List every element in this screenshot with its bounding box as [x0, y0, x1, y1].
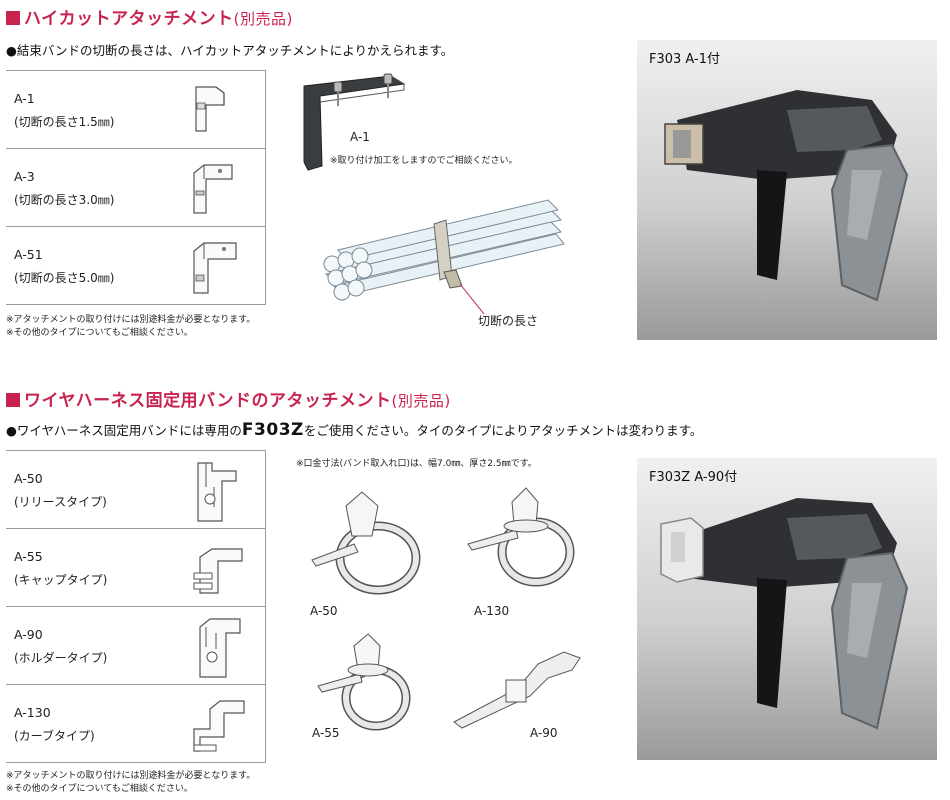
a1-illustration-label: A-1	[350, 130, 370, 144]
attachment-desc: (リリースタイプ)	[14, 495, 107, 509]
f303-product-photo: F303 A-1付	[637, 40, 937, 340]
attachment-a3-icon	[193, 164, 233, 214]
photo-caption: F303 A-1付	[649, 52, 720, 67]
attachment-desc: (切断の長さ1.5㎜)	[14, 115, 115, 129]
section1-intro: ●結束バンドの切断の長さは、ハイカットアタッチメントによりかえられます。	[6, 43, 454, 58]
attachment-a1-icon	[195, 86, 225, 132]
f303z-product-photo: F303Z A-90付	[637, 458, 937, 760]
title-square-icon	[6, 11, 20, 25]
attachment-code: A-90	[14, 627, 43, 642]
attachment-code: A-3	[14, 169, 35, 184]
attachment-code: A-51	[14, 247, 43, 262]
attachment-code: A-50	[14, 471, 43, 486]
band-label: A-130	[474, 604, 510, 618]
attachment-desc: (キャップタイプ)	[14, 573, 108, 587]
band-label: A-50	[310, 604, 338, 618]
attachment-desc: (ホルダータイプ)	[14, 651, 108, 665]
attachment-desc: (切断の長さ5.0㎜)	[14, 271, 115, 285]
band-a90-illustration	[453, 651, 581, 729]
section1-table: A-1 (切断の長さ1.5㎜) A-3 (切断の長さ3.0㎜) A-51 (切断…	[6, 70, 266, 305]
attachment-desc: (切断の長さ3.0㎜)	[14, 193, 115, 207]
table-row: A-3 (切断の長さ3.0㎜)	[6, 149, 266, 227]
table-row: A-50 (リリースタイプ)	[6, 451, 266, 529]
table-row: A-51 (切断の長さ5.0㎜)	[6, 227, 266, 305]
section2-notes: ※アタッチメントの取り付けには別途料金が必要となります。 ※その他のタイプについ…	[6, 771, 256, 794]
attachment-desc: (カーブタイプ)	[14, 729, 95, 743]
section1-title: ハイカットアタッチメント(別売品)	[6, 4, 293, 29]
bundled-cables-illustration	[323, 199, 565, 315]
band-a55-illustration	[317, 633, 411, 731]
attachment-a90-icon	[199, 618, 241, 678]
photo-caption: F303Z A-90付	[649, 470, 738, 485]
attachment-a51-icon	[193, 242, 237, 294]
section2-table: A-50 (リリースタイプ) A-55 (キャップタイプ) A-90 (ホルダー…	[6, 450, 266, 763]
attachment-a50-icon	[197, 462, 237, 522]
attachment-code: A-130	[14, 705, 51, 720]
table-row: A-90 (ホルダータイプ)	[6, 607, 266, 685]
band-label: A-90	[530, 726, 558, 740]
section2-intro: ●ワイヤハーネス固定用バンドには専用のF303Zをご使用ください。タイのタイプに…	[6, 420, 703, 440]
band-a50-illustration	[311, 491, 421, 595]
attachment-code: A-55	[14, 549, 43, 564]
dimension-note: ※口金寸法(バンド取入れ口)は、幅7.0㎜、厚さ2.5㎜です。	[296, 459, 537, 469]
attachment-code: A-1	[14, 91, 35, 106]
attachment-a55-icon	[193, 548, 243, 594]
section2-title: ワイヤハーネス固定用バンドのアタッチメント(別売品)	[6, 386, 451, 411]
title-square-icon	[6, 393, 20, 407]
table-row: A-1 (切断の長さ1.5㎜)	[6, 71, 266, 149]
table-row: A-130 (カーブタイプ)	[6, 685, 266, 763]
a1-illustration-note: ※取り付け加工をしますのでご相談ください。	[330, 156, 518, 166]
band-a130-illustration	[467, 487, 575, 587]
a1-bracket-illustration	[303, 73, 406, 171]
cable-tie-gun-icon	[664, 90, 909, 302]
cut-length-label: 切断の長さ	[478, 314, 539, 328]
table-row: A-55 (キャップタイプ)	[6, 529, 266, 607]
band-label: A-55	[312, 726, 340, 740]
cable-tie-gun-icon	[660, 498, 909, 730]
attachment-a130-icon	[193, 700, 245, 752]
section1-notes: ※アタッチメントの取り付けには別途料金が必要となります。 ※その他のタイプについ…	[6, 315, 256, 338]
